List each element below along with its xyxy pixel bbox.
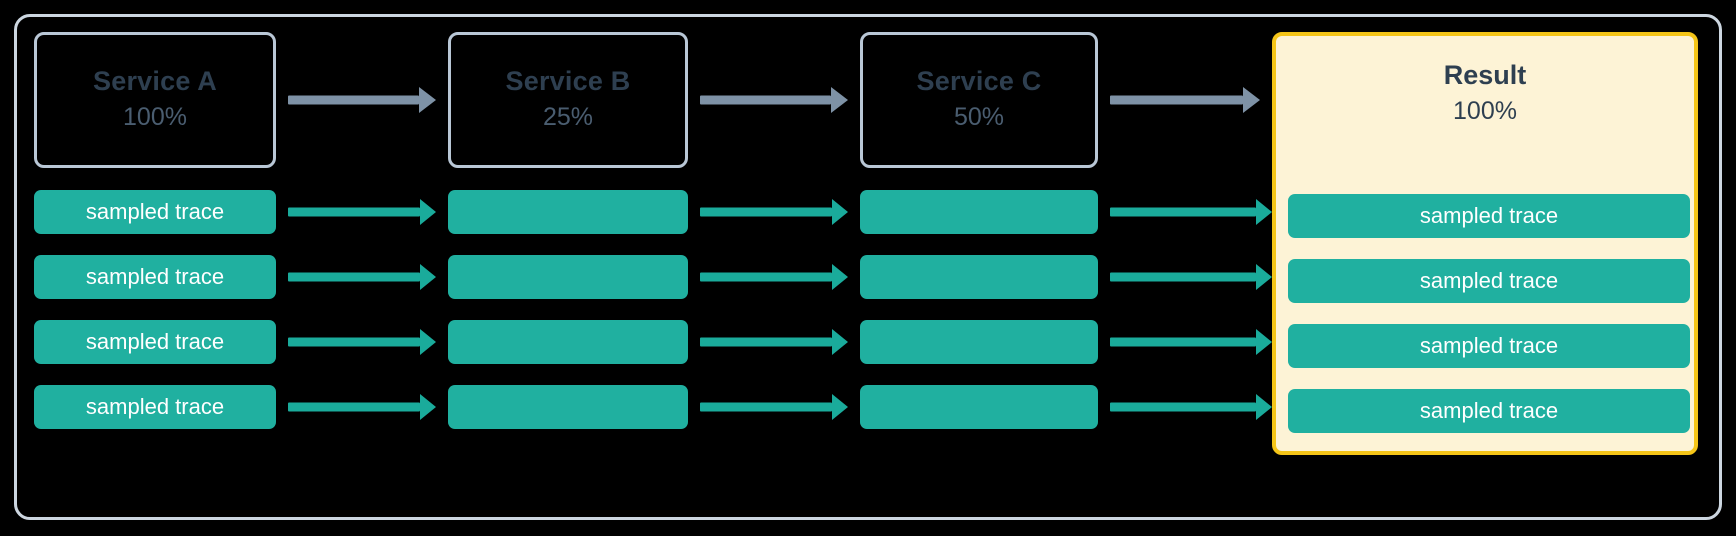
service-box-service-a[interactable]: Service A 100% bbox=[34, 32, 276, 168]
arrow-shaft bbox=[288, 272, 420, 282]
arrow-head-icon bbox=[1243, 87, 1260, 113]
arrow-shaft bbox=[1110, 95, 1243, 105]
result-header: Result 100% bbox=[1276, 60, 1694, 128]
result-trace-row-4[interactable]: sampled trace bbox=[1288, 389, 1690, 433]
arrow-head-icon bbox=[420, 394, 436, 420]
arrow-head-icon bbox=[420, 264, 436, 290]
service-c-trace-row-4[interactable] bbox=[860, 385, 1098, 429]
arrow-head-icon bbox=[420, 329, 436, 355]
arrow-head-icon bbox=[1256, 264, 1272, 290]
arrow-shaft bbox=[288, 207, 420, 217]
arrow-shaft bbox=[700, 402, 832, 412]
arrow-head-icon bbox=[1256, 199, 1272, 225]
service-b-trace-row-3[interactable] bbox=[448, 320, 688, 364]
arrow-shaft bbox=[1110, 207, 1256, 217]
result-trace-row-2[interactable]: sampled trace bbox=[1288, 259, 1690, 303]
service-b-trace-row-2[interactable] bbox=[448, 255, 688, 299]
service-a-trace-row-4[interactable]: sampled trace bbox=[34, 385, 276, 429]
arrow-head-icon bbox=[1256, 394, 1272, 420]
arrow-head-icon bbox=[420, 199, 436, 225]
service-a-trace-row-1[interactable]: sampled trace bbox=[34, 190, 276, 234]
arrow-head-icon bbox=[832, 394, 848, 420]
result-percent: 100% bbox=[1453, 97, 1517, 126]
arrow-shaft bbox=[700, 272, 832, 282]
service-b-trace-row-1[interactable] bbox=[448, 190, 688, 234]
arrow-shaft bbox=[288, 337, 420, 347]
result-trace-row-3[interactable]: sampled trace bbox=[1288, 324, 1690, 368]
arrow-head-icon bbox=[832, 199, 848, 225]
arrow-head-icon bbox=[1256, 329, 1272, 355]
service-box-service-c[interactable]: Service C 50% bbox=[860, 32, 1098, 168]
arrow-head-icon bbox=[419, 87, 436, 113]
service-c-trace-row-3[interactable] bbox=[860, 320, 1098, 364]
service-c-trace-row-1[interactable] bbox=[860, 190, 1098, 234]
arrow-shaft bbox=[700, 337, 832, 347]
service-title: Service C bbox=[916, 66, 1042, 97]
arrow-shaft bbox=[1110, 337, 1256, 347]
arrow-head-icon bbox=[832, 329, 848, 355]
service-b-trace-row-4[interactable] bbox=[448, 385, 688, 429]
arrow-shaft bbox=[1110, 402, 1256, 412]
service-title: Service A bbox=[93, 66, 217, 97]
result-card[interactable]: Result 100% sampled trace sampled trace … bbox=[1272, 32, 1698, 455]
service-a-trace-row-3[interactable]: sampled trace bbox=[34, 320, 276, 364]
arrow-shaft bbox=[1110, 272, 1256, 282]
arrow-shaft bbox=[288, 402, 420, 412]
service-percent: 100% bbox=[123, 103, 187, 132]
service-percent: 25% bbox=[542, 103, 594, 132]
arrow-head-icon bbox=[832, 264, 848, 290]
arrow-shaft bbox=[288, 95, 419, 105]
service-box-service-b[interactable]: Service B 25% bbox=[448, 32, 688, 168]
arrow-shaft bbox=[700, 207, 832, 217]
result-trace-row-1[interactable]: sampled trace bbox=[1288, 194, 1690, 238]
arrow-shaft bbox=[700, 95, 831, 105]
service-title: Service B bbox=[505, 66, 631, 97]
service-a-trace-row-2[interactable]: sampled trace bbox=[34, 255, 276, 299]
arrow-head-icon bbox=[831, 87, 848, 113]
result-title: Result bbox=[1443, 60, 1527, 90]
service-percent: 50% bbox=[953, 103, 1005, 132]
service-c-trace-row-2[interactable] bbox=[860, 255, 1098, 299]
